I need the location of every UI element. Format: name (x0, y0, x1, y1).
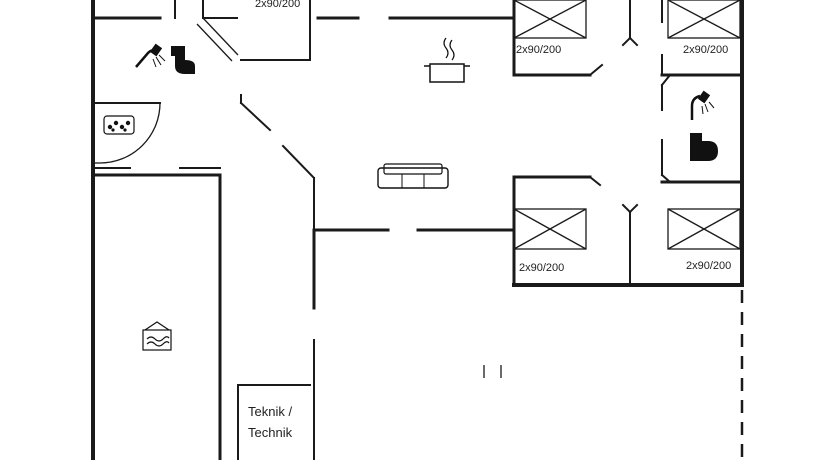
bed-size-label: 2x90/200 (519, 262, 564, 274)
technik-room-label: Technik (248, 425, 293, 440)
toilet-icon (690, 133, 718, 161)
beds (513, 0, 741, 250)
bed-icon (513, 208, 587, 250)
cooking-pot-icon (424, 37, 470, 83)
bed-icon (667, 208, 741, 250)
shower-icon (135, 43, 166, 68)
shower-icon (690, 90, 715, 120)
bed-size-label: 2x90/200 (683, 44, 728, 56)
technik-room-label: Teknik / (248, 404, 292, 419)
toilet-icon (171, 46, 195, 74)
bed-icon (513, 0, 587, 39)
sofa-icon (377, 163, 449, 189)
whirlpool-icon (103, 115, 135, 135)
bed-icon (667, 0, 741, 39)
bed-size-label: 2x90/200 (516, 44, 561, 56)
bed-size-label: 2x90/200 (255, 0, 300, 10)
pool-icon (142, 321, 172, 351)
walls (91, 0, 744, 460)
door-swings (93, 102, 161, 164)
bed-size-label: 2x90/200 (686, 260, 731, 272)
